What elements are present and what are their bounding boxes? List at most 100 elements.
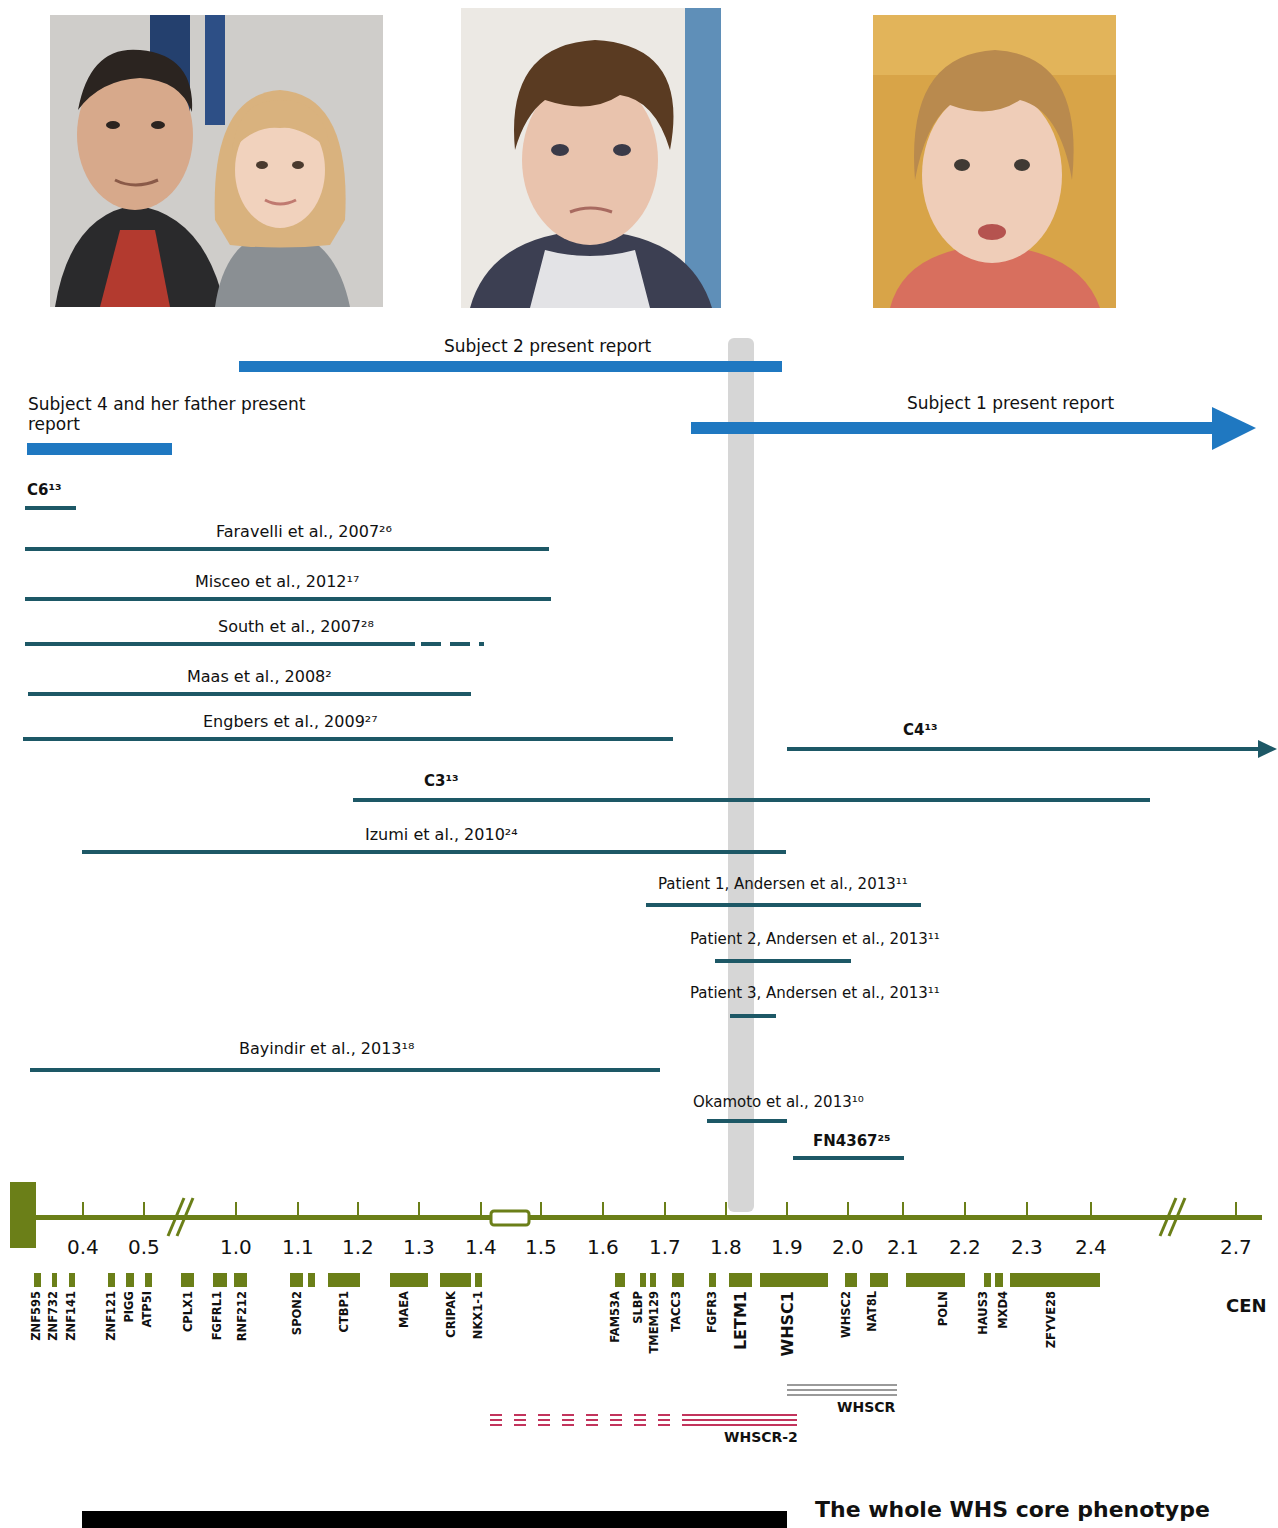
gene-blocks-part: [640, 1273, 646, 1287]
gene-name: ZFYVE28: [1046, 1291, 1058, 1348]
chromosome-axis-part-part: [143, 1202, 145, 1218]
gene-blocks-part: [760, 1273, 828, 1287]
gene-name: CRIPAK: [446, 1291, 458, 1338]
present-report-bars-part: [1212, 407, 1256, 450]
literature-bars-part: [421, 642, 441, 646]
gene-name: FGFR3: [707, 1291, 719, 1333]
chromosome-axis-part-part: [847, 1202, 849, 1218]
gene-blocks-part: [995, 1273, 1003, 1287]
gene-name: PIGG: [124, 1291, 136, 1323]
tick-label: 2.1: [887, 1236, 919, 1259]
whscr2-region-lines-part: [685, 1414, 797, 1416]
gene-name: HAUS3: [978, 1291, 990, 1335]
photo-boy-part: [570, 208, 612, 212]
whscr2-region-lines: [490, 1415, 797, 1425]
photo-child-part: [873, 15, 1116, 308]
literature-bars-part: [25, 642, 415, 646]
chromosome-axis-part-part: [964, 1202, 966, 1218]
gene-name: ZNF595: [31, 1291, 43, 1341]
whscr-region-lines-part: [787, 1389, 897, 1391]
literature-bars-part: [25, 547, 549, 551]
tick-label: 1.1: [282, 1236, 314, 1259]
gene-name: WHSC2: [841, 1291, 853, 1338]
literature-bars-part: [479, 642, 484, 646]
gene-blocks-part: [108, 1273, 115, 1287]
whscr2-region-lines-part: [490, 1419, 685, 1421]
photo-boy-part: [514, 40, 673, 150]
whscr2-region-lines-part: [490, 1414, 685, 1416]
tick-label: 1.4: [465, 1236, 497, 1259]
gene-name: RNF212: [237, 1291, 249, 1341]
gene-blocks-part: [984, 1273, 991, 1287]
photo-father-daughter-part: [115, 180, 158, 185]
whscr-region-lines-part: [787, 1384, 897, 1386]
centromere-label: CEN: [1226, 1296, 1267, 1317]
region-label: WHSCR-2: [724, 1429, 798, 1445]
photo-father-daughter-part: [232, 100, 330, 150]
chromosome-axis-part: [491, 1211, 529, 1225]
tick-label: 0.4: [67, 1236, 99, 1259]
bar-label: South et al., 2007²⁸: [218, 618, 374, 636]
photo-child-part: [1014, 159, 1030, 171]
phenotype-label: The whole WHS core phenotype: [815, 1497, 1210, 1522]
gene-blocks-part: [615, 1273, 625, 1287]
tick-label: 2.0: [832, 1236, 864, 1259]
photo-father-daughter-part: [50, 15, 383, 307]
gene-blocks-part: [234, 1273, 247, 1287]
literature-bars: [23, 506, 1277, 1160]
gene-blocks-part: [672, 1273, 684, 1287]
present-report-bars-part: [691, 422, 1215, 434]
tick-label: 1.7: [649, 1236, 681, 1259]
chromosome-axis-part-part: [82, 1202, 84, 1218]
gene-name: CPLX1: [183, 1291, 195, 1332]
gene-blocks-part: [870, 1273, 888, 1287]
gene-name: ATP5I: [142, 1291, 154, 1328]
literature-bars-part: [730, 1014, 776, 1018]
whscr-region-lines: [787, 1385, 897, 1395]
chromosome-axis-part-part: [1169, 1198, 1185, 1236]
photo-father-daughter-part: [78, 50, 192, 112]
literature-bars-part: [25, 597, 551, 601]
photo-boy-part: [530, 250, 650, 308]
chromosome-axis-part-part: [418, 1202, 420, 1218]
photo-father-daughter-part: [55, 205, 225, 307]
gene-name: NAT8L: [867, 1291, 879, 1332]
literature-bars-part: [715, 959, 851, 963]
photo-father-daughter-part: [106, 121, 120, 129]
chromosome-axis-part-part: [786, 1202, 788, 1218]
gene-blocks-part: [181, 1273, 194, 1287]
core-phenotype-bar: [82, 1511, 787, 1528]
gene-blocks-part: [34, 1273, 41, 1287]
gene-name: TMEM129: [649, 1291, 661, 1354]
tick-label: 1.6: [587, 1236, 619, 1259]
bar-label: Izumi et al., 2010²⁴: [365, 826, 518, 844]
gene-blocks-part: [69, 1273, 75, 1287]
chromosome-axis-part-part: [902, 1202, 904, 1218]
gene-name: ZNF121: [106, 1291, 118, 1341]
whscr2-region-lines-part: [490, 1424, 685, 1426]
photo-child-part: [914, 50, 1074, 180]
critical-region-band: [728, 338, 754, 1212]
chromosome-axis-part-part: [1090, 1202, 1092, 1218]
photo-boy-part: [461, 8, 721, 308]
gene-blocks-part: [906, 1273, 965, 1287]
gene-name: SPON2: [292, 1291, 304, 1335]
bar-label: C6¹³: [27, 482, 62, 499]
present-report-bars-part: [27, 443, 172, 455]
chromosome-axis-part: [168, 1198, 1185, 1236]
gene-blocks-part: [440, 1273, 471, 1287]
chromosome-axis-part-part: [235, 1202, 237, 1218]
tick-label: 2.4: [1075, 1236, 1107, 1259]
gene-name: SLBP: [633, 1291, 645, 1324]
bar-label: Patient 1, Andersen et al., 2013¹¹: [658, 876, 908, 893]
whscr2-region-lines-part: [685, 1424, 797, 1426]
gene-name: MAEA: [399, 1291, 411, 1328]
bar-label: Faravelli et al., 2007²⁶: [216, 523, 392, 541]
chromosome-axis-part-part: [480, 1202, 482, 1218]
bar-label: Maas et al., 2008²: [187, 668, 332, 686]
photo-child: [873, 15, 1116, 308]
gene-name: MXD4: [998, 1291, 1010, 1329]
literature-bars-part: [646, 903, 921, 907]
bar-label: Patient 3, Andersen et al., 2013¹¹: [690, 985, 940, 1002]
